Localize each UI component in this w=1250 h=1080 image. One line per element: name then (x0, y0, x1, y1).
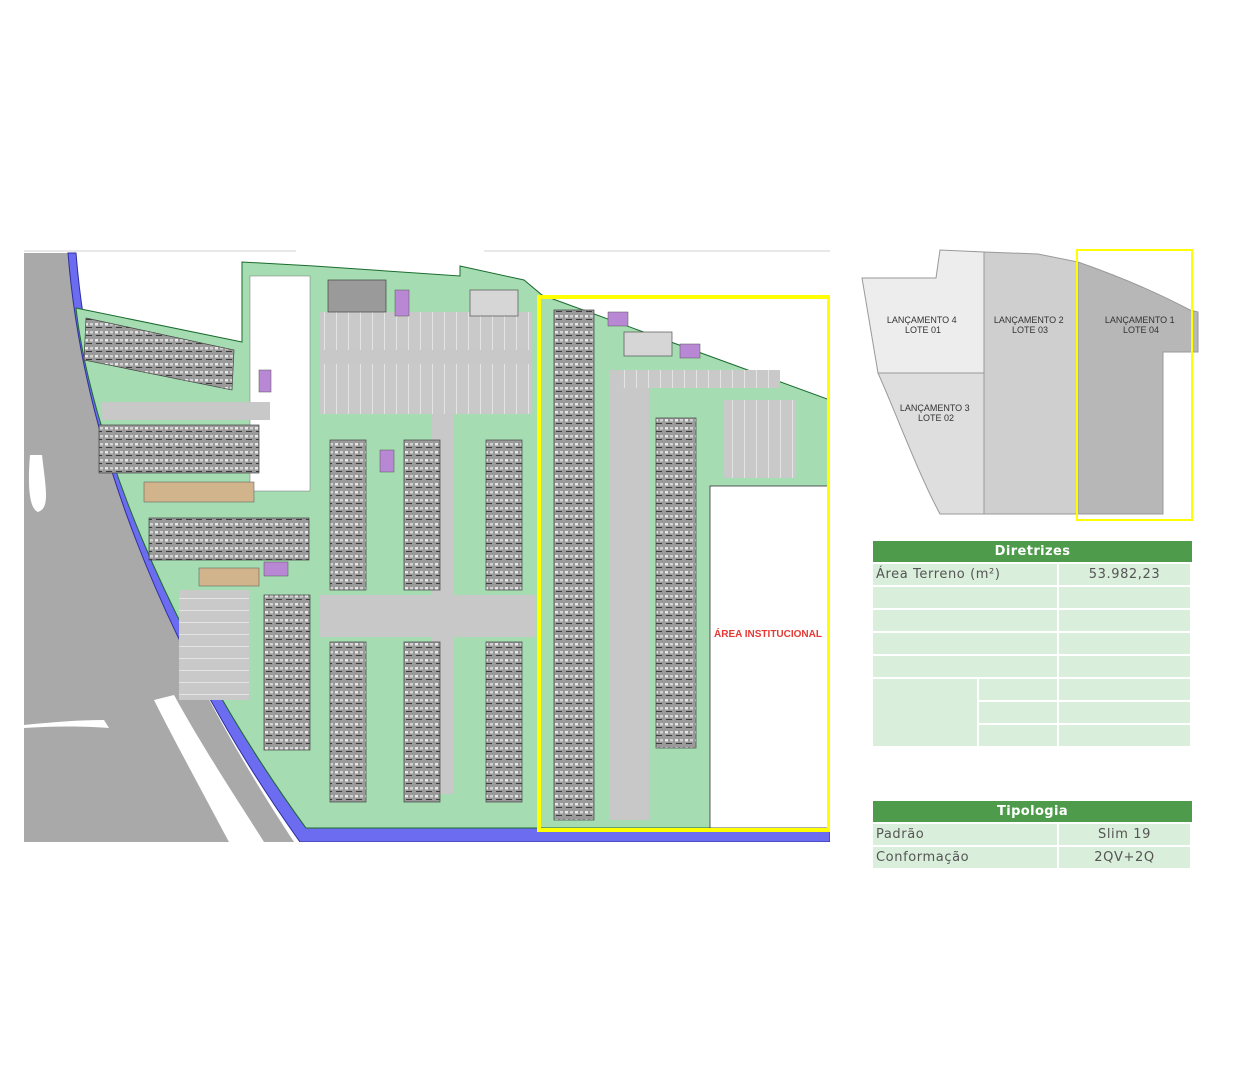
lot-label-line: LOTE 02 (918, 413, 954, 423)
empty-cell (1059, 610, 1192, 633)
lot-label-line: LOTE 01 (905, 325, 941, 335)
lot-lancamento-4 (861, 249, 985, 374)
lote-highlight (537, 295, 830, 832)
empty-cell (1059, 702, 1192, 725)
lot-lancamento-1 (1077, 261, 1199, 515)
empty-cell (979, 725, 1059, 748)
tipologia-label: Conformação (873, 847, 1059, 870)
empty-cell (1059, 656, 1192, 679)
lot-label-line: LANÇAMENTO 2 (994, 315, 1064, 325)
site-plan: ÁREA INSTITUCIONAL (24, 250, 830, 842)
diretrizes-label: Área Terreno (m²) (873, 564, 1059, 587)
empty-cell (1059, 725, 1192, 748)
lot-label-line: LOTE 04 (1123, 325, 1159, 335)
svg-text:LANÇAMENTO 1 LOTE 04: LANÇAMENTO 1 LOTE 04 (1105, 315, 1177, 335)
empty-cell (979, 679, 1059, 702)
svg-text:LANÇAMENTO 3 LOTE 02: LANÇAMENTO 3 LOTE 02 (900, 403, 972, 423)
empty-cell (1059, 633, 1192, 656)
empty-cell (873, 679, 979, 748)
lot-key-map: LANÇAMENTO 4 LOTE 01 LANÇAMENTO 3 LOTE 0… (861, 249, 1199, 521)
svg-text:LANÇAMENTO 4 LOTE 01: LANÇAMENTO 4 LOTE 01 (887, 315, 959, 335)
diretrizes-table: Diretrizes Área Terreno (m²) 53.982,23 (873, 541, 1192, 748)
lot-lancamento-3 (877, 372, 985, 515)
lot-label-line: LANÇAMENTO 3 (900, 403, 970, 413)
diretrizes-title: Diretrizes (873, 541, 1192, 564)
tipologia-label: Padrão (873, 824, 1059, 847)
svg-text:LANÇAMENTO 2 LOTE 03: LANÇAMENTO 2 LOTE 03 (994, 315, 1066, 335)
diretrizes-value: 53.982,23 (1059, 564, 1192, 587)
empty-cell (873, 610, 1059, 633)
empty-cell (979, 702, 1059, 725)
empty-cell (1059, 679, 1192, 702)
lot-label-line: LANÇAMENTO 4 (887, 315, 957, 325)
tipologia-table: Tipologia Padrão Slim 19 Conformação 2QV… (873, 801, 1192, 870)
area-institucional-label: ÁREA INSTITUCIONAL (714, 627, 822, 640)
lot-label-line: LANÇAMENTO 1 (1105, 315, 1175, 325)
empty-cell (873, 587, 1059, 610)
empty-cell (873, 633, 1059, 656)
empty-cell (1059, 587, 1192, 610)
tipologia-value: Slim 19 (1059, 824, 1192, 847)
tipologia-title: Tipologia (873, 801, 1192, 824)
keymap-highlight (1076, 249, 1193, 521)
lot-label-line: LOTE 03 (1012, 325, 1048, 335)
empty-cell (873, 656, 1059, 679)
lot-lancamento-2 (983, 251, 1079, 515)
tipologia-value: 2QV+2Q (1059, 847, 1192, 870)
